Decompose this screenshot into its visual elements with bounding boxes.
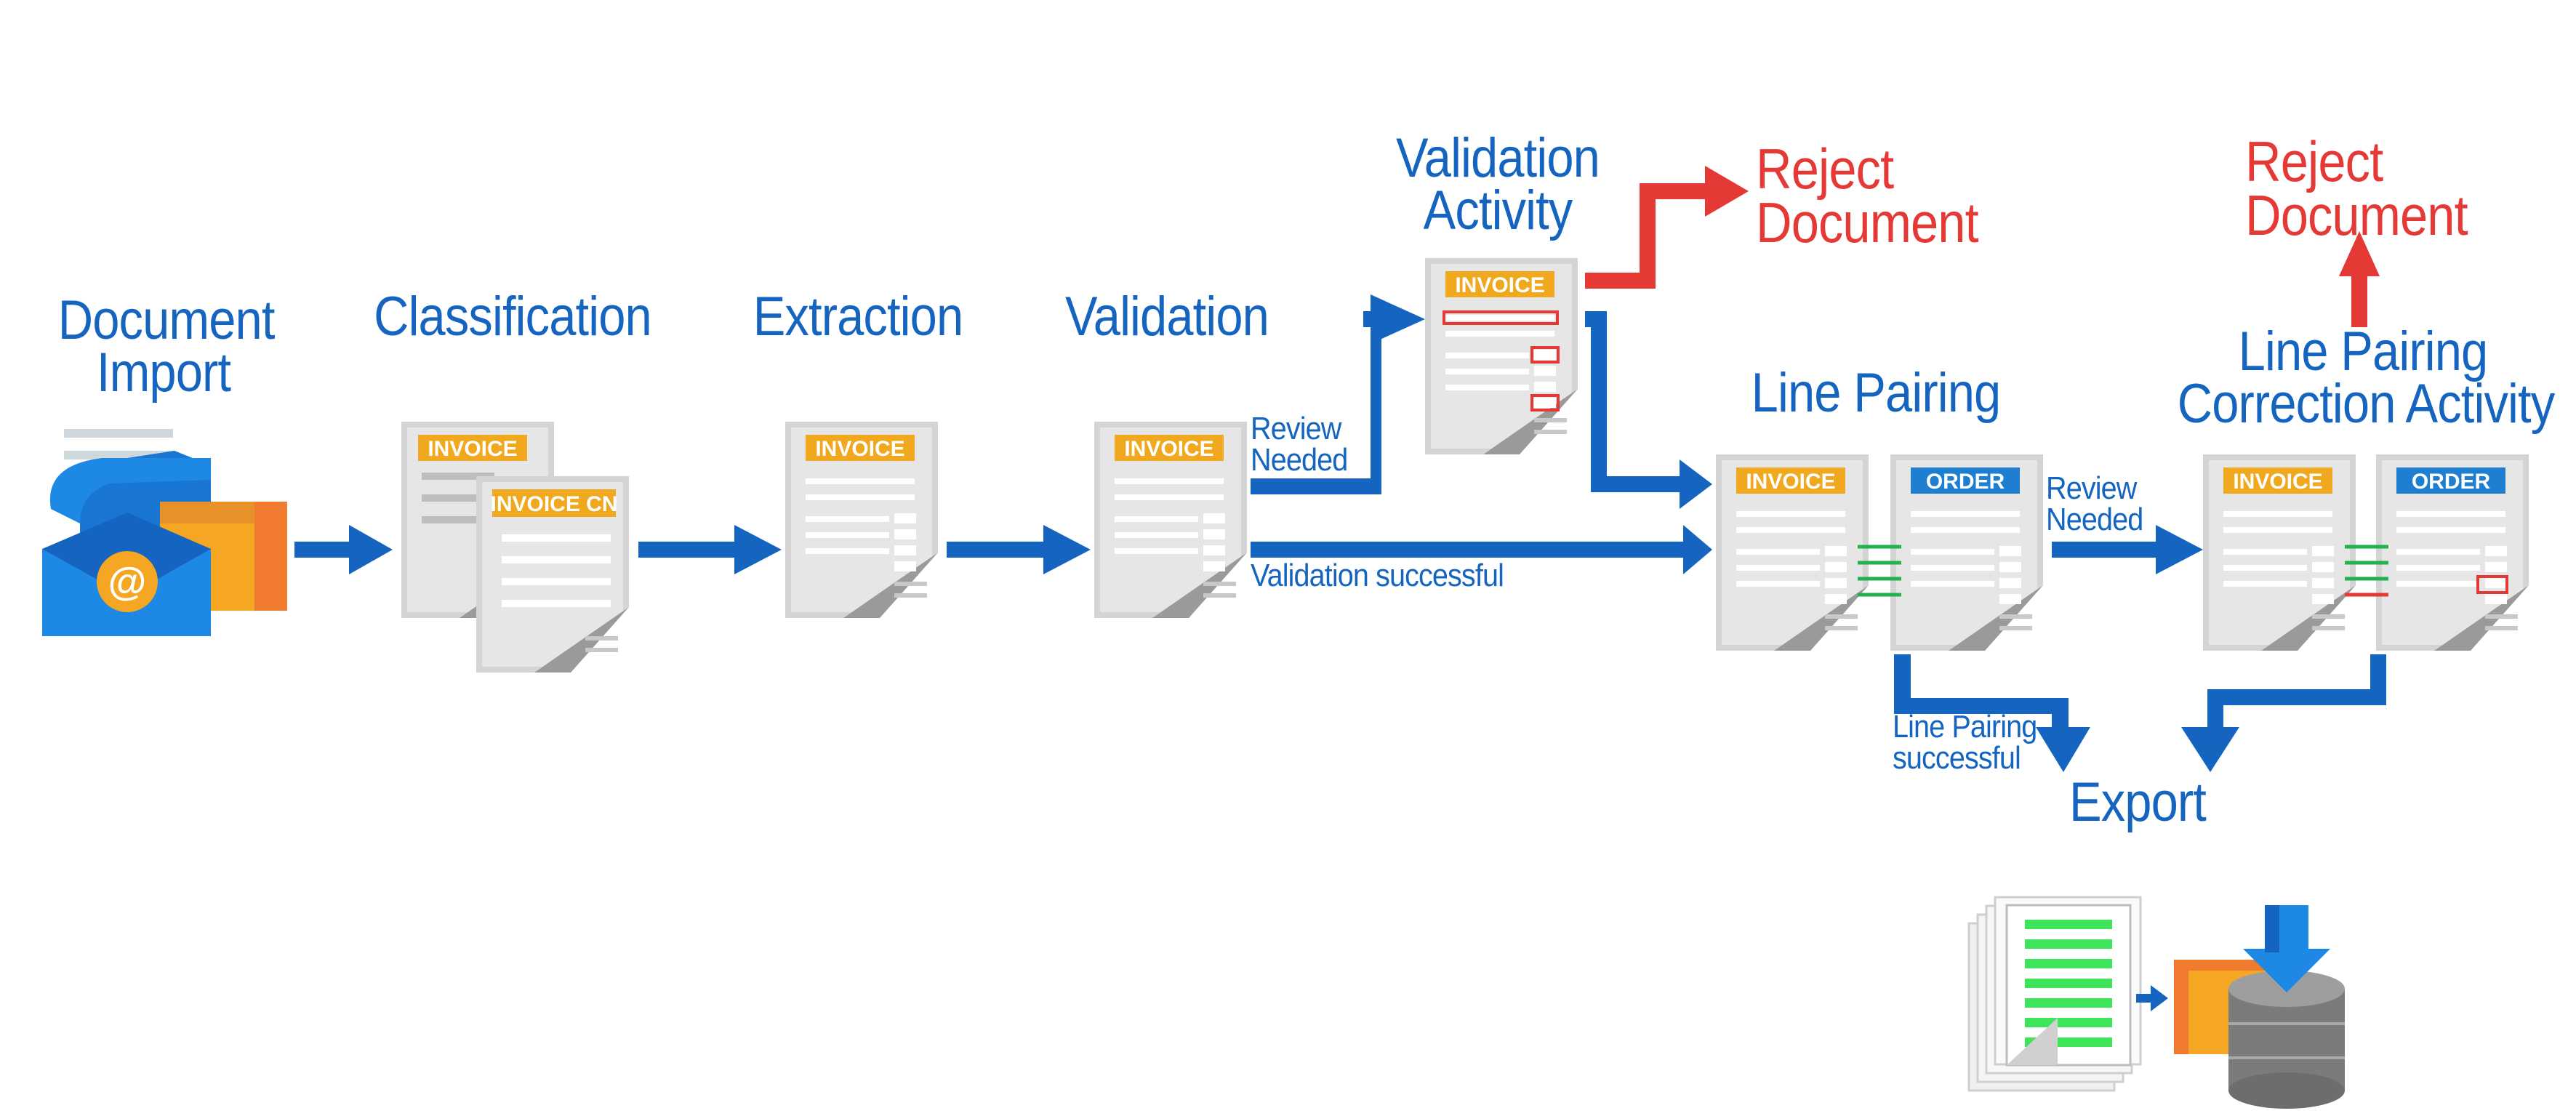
extraction-doc: INVOICE <box>785 422 938 618</box>
svg-text:INVOICE: INVOICE <box>2233 470 2322 494</box>
svg-text:INVOICE CN: INVOICE CN <box>490 492 617 516</box>
label-validation-successful: Validation successful <box>1251 558 1504 593</box>
svg-text:INVOICE: INVOICE <box>1124 437 1213 461</box>
svg-text:INVOICE: INVOICE <box>1746 470 1835 494</box>
svg-text:INVOICE: INVOICE <box>428 437 517 461</box>
line-pairing-docs: INVOICE ORDER <box>1716 454 2043 651</box>
classification-docs: INVOICE INVOICE CN <box>401 422 629 673</box>
reject-arrows <box>1585 166 2380 327</box>
step-classification: Classification <box>374 286 652 348</box>
export-database-icon <box>1967 896 2345 1109</box>
step-export: Export <box>2069 771 2207 833</box>
match-arrows <box>1858 545 1901 597</box>
svg-text:INVOICE: INVOICE <box>1455 273 1544 297</box>
step-validation: Validation <box>1064 286 1269 348</box>
svg-text:@: @ <box>108 560 147 603</box>
svg-text:ORDER: ORDER <box>2412 470 2491 494</box>
step-extraction: Extraction <box>753 286 963 348</box>
step-line-pairing: Line Pairing <box>1751 362 2002 424</box>
flow-arrows <box>294 294 2386 772</box>
svg-text:ORDER: ORDER <box>1926 470 2005 494</box>
validation-activity-doc: INVOICE <box>1425 258 1578 454</box>
mail-folder-icon: @ <box>42 429 287 636</box>
validation-doc: INVOICE <box>1094 422 1247 618</box>
correction-docs: INVOICE ORDER <box>2203 454 2529 651</box>
svg-text:INVOICE: INVOICE <box>815 437 904 461</box>
